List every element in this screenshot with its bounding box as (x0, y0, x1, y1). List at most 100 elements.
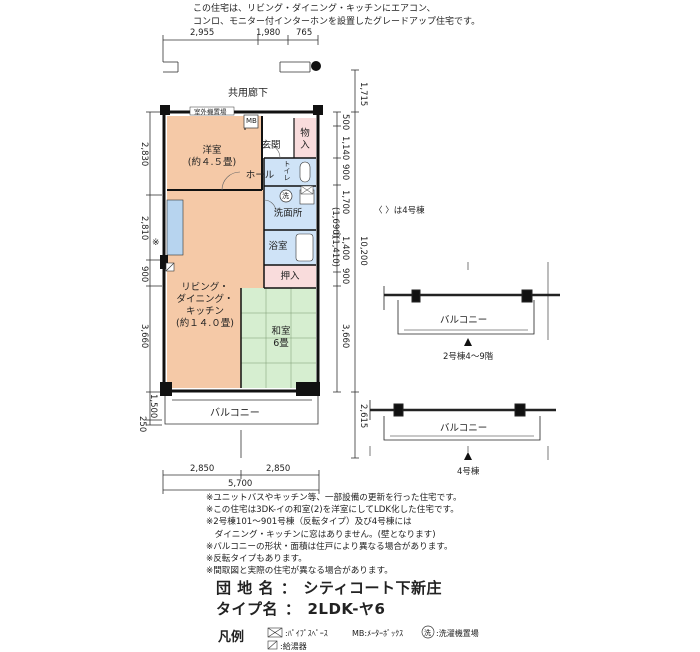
outdoor-unit-box (189, 106, 235, 116)
top-dimension-line (162, 35, 319, 73)
ldk-label-1: リビング・ (181, 282, 229, 293)
dim-top-1: 2,955 (190, 28, 215, 38)
washitsu-size: 6畳 (273, 338, 289, 349)
storage-label-1: 物 (300, 128, 310, 139)
type-value: 2LDK-ヤ6 (307, 600, 386, 618)
dim-right-1: 500 (340, 114, 350, 131)
walls (162, 110, 320, 393)
dim-right-9: 3,660 (340, 324, 350, 349)
type-label: タイプ名 (216, 600, 279, 618)
dim-top-3: 765 (296, 28, 313, 38)
ldk-label-3: キッチン (185, 306, 224, 317)
variant-2-caption: 4号棟 (457, 467, 480, 477)
header-note-line1: この住宅は、リビング・ダイニング・キッチンにエアコン、 (193, 4, 436, 14)
dim-right-6: 1,400 (340, 236, 350, 261)
closet-label: 押入 (280, 271, 300, 282)
legend-washer-mark: 洗 (424, 629, 431, 637)
western-room-label: 洋室 (約４.５畳) (182, 145, 242, 169)
legend-washer-circle (421, 625, 435, 639)
storage-fill (294, 118, 316, 158)
corridor-column-dot (311, 61, 321, 71)
tatami-grid (241, 288, 316, 388)
unit-info: 団 地 名 ： シティコート下新庄 タイプ名 ： 2LDK-ヤ6 (216, 578, 442, 620)
balcony-label: バルコニー (210, 408, 260, 419)
dim-left-6: 250 (137, 416, 147, 433)
variant-1-marker (464, 338, 472, 346)
dim-right-4: 1,700 (340, 190, 350, 215)
column-bl (160, 382, 172, 396)
column-mid-left (160, 255, 168, 269)
legend-title: 凡例 (218, 630, 245, 645)
complex-label: 団 地 名 (216, 579, 274, 597)
washitsu-label: 和室 6畳 (256, 326, 306, 350)
bath-label: 浴室 (268, 241, 288, 252)
bathtub-fixture (295, 233, 314, 262)
variant-1-balcony: バルコニー (440, 315, 488, 326)
storage-label: 物 入 (294, 128, 316, 152)
note-item: ※バルコニーの形状・面積は住戸により異なる場合があります。 (206, 541, 453, 552)
dim-bottom-1: 2,850 (190, 464, 215, 474)
dim-left-5: 1,500 (148, 394, 158, 419)
right-dimension-lines (333, 69, 359, 459)
variant-2-marker (464, 452, 472, 460)
door-swings (221, 143, 281, 213)
type-separator: ： (284, 600, 301, 618)
hall-label: ホール (245, 170, 275, 181)
note-item: ダイニング・キッチンに窓はありません。(壁となります) (206, 529, 436, 540)
toilet-fixture (299, 161, 311, 183)
corridor-label: 共用廊下 (228, 88, 268, 99)
variant-2-balcony: バルコニー (440, 423, 488, 434)
mb-box (243, 114, 259, 129)
note-item: ※この住宅は3DK-イの和室(2)を洋室にしてLDK化した住宅です。 (206, 505, 459, 516)
outdoor-unit-label: 室外機置場 (194, 108, 227, 116)
dim-outer-1: 1,715 (358, 82, 368, 107)
washer-mark: 洗 (282, 192, 289, 200)
dim-left-1: 2,830 (139, 142, 149, 167)
kitchen-counter (166, 199, 184, 256)
column-tr (313, 105, 323, 115)
column-tl (160, 105, 170, 115)
type-row: タイプ名 ： 2LDK-ヤ6 (216, 599, 442, 620)
legend-pipe-icon (267, 627, 283, 638)
legend-pipe-space: :ﾊﾟｲﾌﾟｽﾍﾟｰｽ (285, 629, 328, 638)
note-item: ※反転タイプもあります。 (206, 554, 307, 565)
header-note-line2: コンロ、モニター付インターホンを設置したグレードアップ住宅です。 (193, 17, 481, 27)
legend-heater-icon (267, 640, 278, 650)
washer-mark-circle (279, 189, 293, 203)
complex-value: シティコート下新庄 (303, 579, 443, 597)
storage-label-2: 入 (300, 140, 310, 151)
washitsu-name: 和室 (271, 326, 291, 337)
ldk-label: リビング・ ダイニング・ キッチン (約１４.０畳) (168, 282, 242, 330)
legend-water-heater: :給湯器 (280, 642, 307, 651)
asterisk-mark: ※ (152, 238, 160, 248)
western-room-name: 洋室 (202, 145, 222, 156)
dim-outer-3: 2,615 (358, 404, 368, 429)
complex-row: 団 地 名 ： シティコート下新庄 (216, 578, 442, 599)
legend-washer-place: :洗濯機置場 (436, 629, 479, 638)
legend-meter-box: MB:ﾒｰﾀｰﾎﾞｯｸｽ (352, 629, 404, 638)
note-item: ※ユニットバスやキッチン等、一部設備の更新を行った住宅です。 (206, 493, 462, 503)
dim-right-5: (1,690) (330, 207, 340, 238)
ldk-label-4: (約１４.０畳) (176, 318, 234, 329)
dim-left-2: 2,810 (139, 216, 149, 241)
dim-bottom-total: 5,700 (228, 479, 253, 489)
notes-list: ※ユニットバスやキッチン等、一部設備の更新を行った住宅です。 ※この住宅は3DK… (206, 492, 462, 577)
variant-1-caption: 2号棟4～9階 (443, 352, 494, 362)
dim-top-2: 1,980 (256, 28, 281, 38)
balcony-outline (164, 396, 319, 425)
dim-right-2: 1,140 (340, 136, 350, 161)
dim-right-8: 900 (340, 268, 350, 285)
bottom-dimension-lines (162, 430, 320, 494)
washroom-label: 洗面所 (273, 208, 303, 219)
note-item: ※間取図と実際の住宅が異なる場合があります。 (206, 566, 393, 577)
note-item: ※2号棟101～901号棟（反転タイプ）及び4号棟には (206, 517, 412, 528)
mb-label: MB (246, 117, 257, 125)
dim-bottom-2: 2,850 (266, 464, 291, 474)
variant-note: 〈 〉は4号棟 (374, 206, 425, 216)
western-room-size: (約４.５畳) (187, 157, 237, 168)
left-dimension-line (146, 111, 162, 426)
column-br (296, 382, 320, 396)
genkan-label: 玄関 (261, 140, 281, 151)
dim-right-3: 900 (340, 164, 350, 181)
